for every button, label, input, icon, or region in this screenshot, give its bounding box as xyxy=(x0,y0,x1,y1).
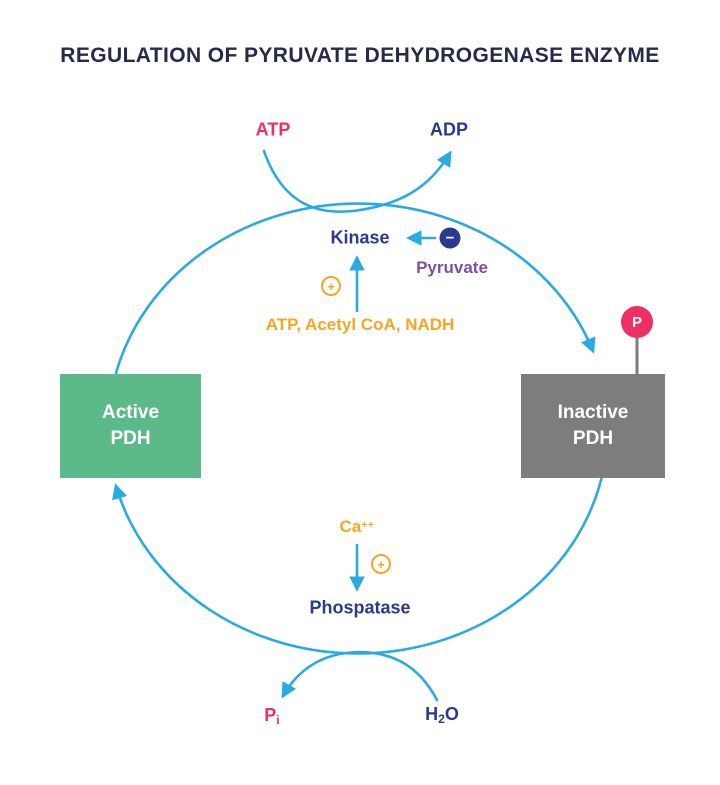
water-label: H2O xyxy=(425,704,459,726)
phosphatase-label: Phospatase xyxy=(309,597,411,618)
inactive-pdh-box: Inactive PDH xyxy=(521,374,665,478)
calcium-base-text: Ca xyxy=(339,517,362,536)
atp-substrate-label: ATP xyxy=(255,119,291,140)
minus-sign-icon: − xyxy=(439,227,461,249)
plus-sign-phosphatase-icon: + xyxy=(371,554,391,574)
page-title: REGULATION OF PYRUVATE DEHYDROGENASE ENZ… xyxy=(60,44,660,67)
phosphate-sub-text: i xyxy=(276,713,280,728)
pyruvate-inhibitor-label: Pyruvate xyxy=(416,258,488,277)
cycle-bottom-arc-arrow xyxy=(112,465,606,655)
calcium-activator-label: Ca++ xyxy=(339,517,374,537)
water-2-text: 2 xyxy=(438,712,445,727)
active-pdh-box: Active PDH xyxy=(60,374,201,478)
h2o-pi-curve-arrow xyxy=(281,650,439,702)
kinase-label: Kinase xyxy=(330,227,390,248)
calcium-charge-text: ++ xyxy=(361,519,375,531)
plus-sign-kinase-icon: + xyxy=(321,276,341,296)
adp-product-label: ADP xyxy=(429,119,469,140)
water-h-text: H xyxy=(425,703,439,724)
atp-adp-curve-arrow xyxy=(262,149,452,213)
phosphate-badge: P xyxy=(621,306,653,338)
phosphate-base-text: P xyxy=(264,704,277,725)
cycle-top-arc-arrow xyxy=(107,202,596,469)
water-o-text: O xyxy=(444,703,459,724)
inorganic-phosphate-label: Pi xyxy=(264,705,279,727)
kinase-activators-label: ATP, Acetyl CoA, NADH xyxy=(265,315,455,334)
